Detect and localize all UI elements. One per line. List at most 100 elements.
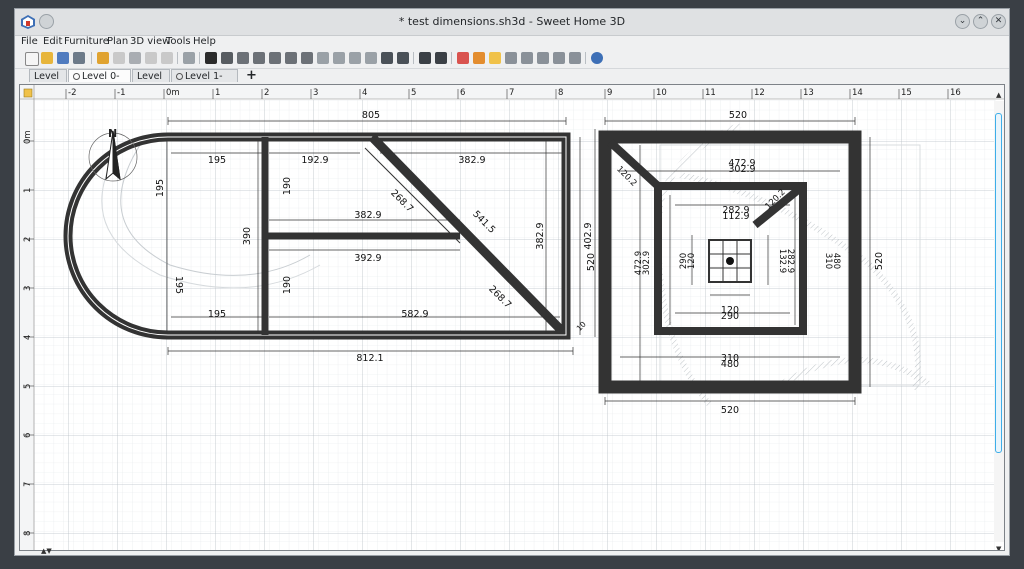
minimize-icon: ⌄ (958, 16, 967, 26)
plugin-3-icon[interactable] (489, 52, 501, 64)
create-video-icon[interactable] (435, 52, 447, 64)
title-bar: * test dimensions.sh3d - Sweet Home 3D ⌄… (15, 9, 1009, 36)
plugin-2-icon[interactable] (473, 52, 485, 64)
create-rooms-icon[interactable] (253, 52, 265, 64)
create-walls-icon[interactable] (237, 52, 249, 64)
selection-corner-icon (23, 88, 33, 98)
plugin-4-icon[interactable] (505, 52, 517, 64)
toolbar-separator (451, 52, 452, 64)
dim-382-9-top: 382.9 (458, 155, 485, 166)
dim-520-right: 520 (874, 252, 885, 270)
help-icon[interactable] (591, 52, 603, 64)
create-photo-icon[interactable] (419, 52, 431, 64)
menu-file[interactable]: File (21, 36, 38, 47)
maximize-icon: ⌃ (976, 16, 985, 26)
ruler-h-label: 9 (607, 88, 612, 98)
dim-195-top: 195 (208, 155, 226, 166)
menu-tools[interactable]: Tools (166, 36, 191, 47)
ruler-h-label: 15 (901, 88, 912, 98)
save-icon[interactable] (57, 52, 69, 64)
vertical-scrollbar[interactable]: ▲ ▼ (994, 91, 1004, 550)
dim-310-bottom: 310 (721, 353, 739, 364)
paste-icon[interactable] (161, 52, 173, 64)
horizontal-ruler (20, 85, 1004, 99)
text-bold-icon[interactable] (333, 52, 345, 64)
toolbar-separator (91, 52, 92, 64)
plugin-7-icon[interactable] (553, 52, 565, 64)
undo-icon[interactable] (97, 52, 109, 64)
toolbar-separator (413, 52, 414, 64)
menu-help[interactable]: Help (193, 36, 216, 47)
add-furniture-icon[interactable] (183, 52, 195, 64)
dim-120-bottom: 120 (721, 305, 739, 316)
create-dimensions-icon[interactable] (285, 52, 297, 64)
cut-icon[interactable] (129, 52, 141, 64)
plugin-1-icon[interactable] (457, 52, 469, 64)
dimension-lines (166, 117, 871, 405)
menu-furniture[interactable]: Furniture (64, 36, 109, 47)
copy-icon[interactable] (145, 52, 157, 64)
text-size-icon[interactable] (365, 52, 377, 64)
ruler-h-label: 13 (803, 88, 814, 98)
dim-472-9-left: 472.9 (634, 251, 644, 275)
text-italic-icon[interactable] (349, 52, 361, 64)
ruler-h-label: 2 (264, 88, 269, 98)
menu-plan[interactable]: Plan (107, 36, 129, 47)
ruler-v-label: 4 (23, 335, 33, 340)
plugin-5-icon[interactable] (521, 52, 533, 64)
tab-level-1-dim[interactable]: Level 1-Dim (171, 69, 238, 95)
dim-290-left: 290 (679, 253, 689, 269)
ruler-v-label: 5 (23, 384, 33, 389)
add-text-icon[interactable] (301, 52, 313, 64)
horizontal-scroll-arrows-icon[interactable]: ▲▼ (41, 547, 52, 555)
window-title: * test dimensions.sh3d - Sweet Home 3D (398, 15, 626, 28)
tab-level-1[interactable]: Level 1 (132, 69, 170, 95)
left-house-walls (63, 132, 571, 340)
dim-310-right: 310 (823, 253, 833, 269)
app-logo-icon[interactable] (20, 14, 36, 30)
tab-level-0[interactable]: Level 0 (29, 69, 67, 95)
ruler-h-label: 5 (411, 88, 416, 98)
create-polylines-icon[interactable] (269, 52, 281, 64)
menu-edit[interactable]: Edit (43, 36, 63, 47)
ruler-v-label: 8 (23, 531, 33, 536)
scroll-up-icon[interactable]: ▲ (996, 91, 1002, 99)
add-level-button[interactable]: + (246, 68, 257, 83)
ruler-h-label: 11 (705, 88, 716, 98)
plugin-8-icon[interactable] (569, 52, 581, 64)
ruler-h-label: 0m (166, 88, 180, 98)
toolbar (15, 50, 1009, 69)
ruler-h-label: -1 (117, 88, 125, 98)
preferences-icon[interactable] (73, 52, 85, 64)
close-button[interactable]: ✕ (991, 14, 1006, 29)
redo-icon[interactable] (113, 52, 125, 64)
dim-382-9-mid: 382.9 (354, 210, 381, 221)
vertical-scroll-thumb[interactable] (995, 113, 1002, 453)
maximize-button[interactable]: ⌃ (973, 14, 988, 29)
window-menu-button[interactable] (39, 14, 54, 29)
text-style-icon[interactable] (317, 52, 329, 64)
new-home-icon[interactable] (25, 52, 39, 66)
dim-302-9-left: 302.9 (642, 251, 652, 275)
select-arrow-icon[interactable] (205, 52, 217, 64)
ruler-h-label: 3 (313, 88, 318, 98)
minimize-button[interactable]: ⌄ (955, 14, 970, 29)
dim-382-9-right: 382.9 (535, 222, 546, 249)
dim-392-9: 392.9 (354, 253, 381, 264)
scroll-down-icon[interactable]: ▼ (996, 545, 1002, 551)
tab-level-0-dim[interactable]: Level 0-Dim (68, 69, 131, 95)
menu-bar: File Edit Furniture Plan 3D view Tools H… (15, 35, 1009, 49)
dim-190-lower: 190 (282, 276, 293, 294)
plugin-6-icon[interactable] (537, 52, 549, 64)
open-icon[interactable] (41, 52, 53, 64)
dim-472-9: 472.9 (728, 158, 755, 169)
zoom-out-icon[interactable] (397, 52, 409, 64)
pan-hand-icon[interactable] (221, 52, 233, 64)
dim-195-left-lower: 195 (173, 276, 184, 294)
zoom-in-icon[interactable] (381, 52, 393, 64)
menu-3d-view[interactable]: 3D view (130, 36, 171, 47)
dim-132-9: 132.9 (777, 249, 787, 273)
